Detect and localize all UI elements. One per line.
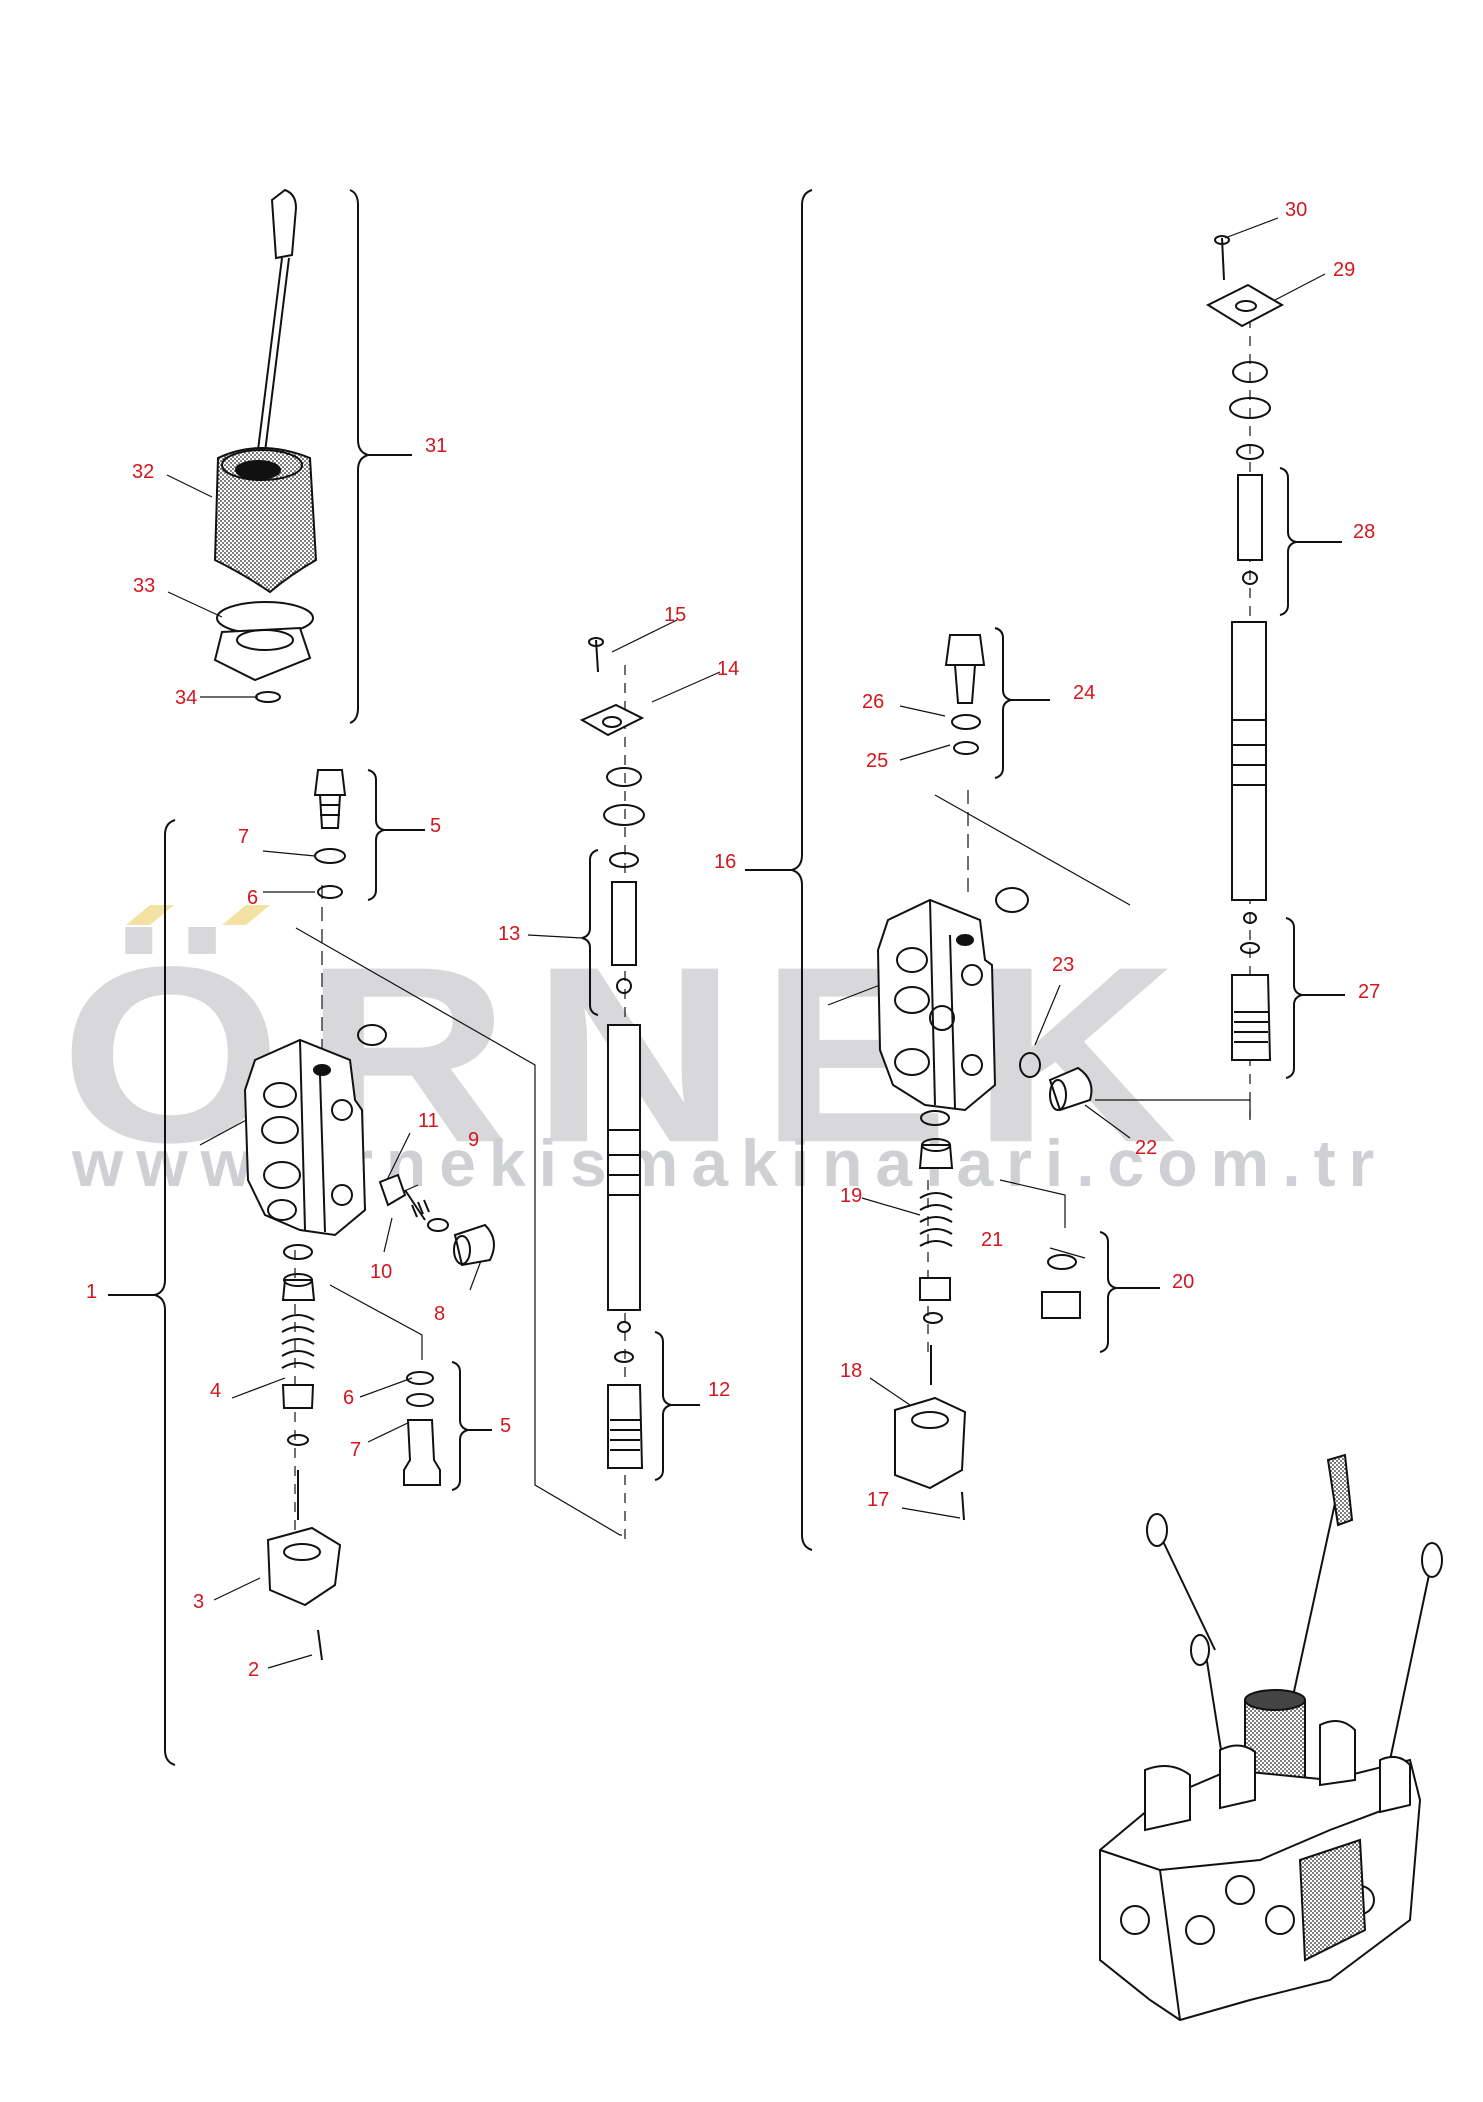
callout-25: 25 bbox=[866, 750, 889, 772]
callout-11: 11 bbox=[418, 1110, 439, 1132]
brace-12 bbox=[654, 1331, 700, 1481]
callout-7b: 7 bbox=[350, 1439, 362, 1461]
callout-17: 17 bbox=[867, 1489, 890, 1511]
callout-20: 20 bbox=[1172, 1271, 1195, 1293]
callout-27: 27 bbox=[1358, 981, 1381, 1003]
callout-28: 28 bbox=[1353, 521, 1376, 543]
brace-20 bbox=[1099, 1231, 1160, 1353]
callout-2: 2 bbox=[248, 1659, 260, 1681]
callout-1: 1 bbox=[86, 1281, 98, 1303]
callout-8: 8 bbox=[434, 1303, 446, 1325]
callout-18: 18 bbox=[840, 1360, 863, 1382]
callout-14: 14 bbox=[717, 658, 740, 680]
brace-5a bbox=[367, 769, 425, 901]
callout-33: 33 bbox=[133, 575, 156, 597]
brace-31 bbox=[349, 189, 412, 724]
callout-22: 22 bbox=[1135, 1137, 1158, 1159]
spool-assembly-right bbox=[1205, 235, 1285, 1061]
valve-section-16 bbox=[876, 634, 1093, 1521]
assembled-valve-bank bbox=[1099, 1453, 1443, 2022]
alignment-lines bbox=[294, 300, 1251, 1550]
callout-6b: 6 bbox=[343, 1387, 355, 1409]
callout-24: 24 bbox=[1073, 682, 1096, 704]
callout-3: 3 bbox=[193, 1591, 205, 1613]
brace-28 bbox=[1279, 467, 1342, 616]
callout-5b: 5 bbox=[500, 1415, 512, 1437]
callout-21: 21 bbox=[981, 1229, 1004, 1251]
callout-29: 29 bbox=[1333, 259, 1356, 281]
callout-12: 12 bbox=[708, 1379, 731, 1401]
callout-5a: 5 bbox=[430, 815, 442, 837]
callout-4: 4 bbox=[210, 1380, 222, 1402]
lever-boot-assembly bbox=[213, 188, 318, 703]
brace-1 bbox=[108, 819, 176, 1766]
callout-31: 31 bbox=[425, 435, 448, 457]
callout-30: 30 bbox=[1285, 199, 1308, 221]
callout-16: 16 bbox=[714, 851, 737, 873]
brace-24 bbox=[994, 627, 1050, 779]
spool-assembly-center bbox=[579, 637, 645, 1469]
leader-lines bbox=[166, 217, 1326, 1669]
callout-9: 9 bbox=[468, 1129, 480, 1151]
brace-5b bbox=[451, 1361, 492, 1491]
brace-16 bbox=[745, 189, 813, 1551]
callout-7a: 7 bbox=[238, 826, 250, 848]
valve-section-1 bbox=[243, 769, 495, 1661]
watermark-umlaut bbox=[126, 905, 270, 925]
callout-32: 32 bbox=[132, 461, 155, 483]
brace-13 bbox=[581, 849, 599, 1016]
callout-15: 15 bbox=[664, 604, 687, 626]
brace-27 bbox=[1285, 917, 1345, 1079]
callout-13: 13 bbox=[498, 923, 521, 945]
callout-19: 19 bbox=[840, 1185, 863, 1207]
callout-10: 10 bbox=[370, 1261, 393, 1283]
callout-23: 23 bbox=[1052, 954, 1075, 976]
callout-6a: 6 bbox=[247, 887, 259, 909]
callout-34: 34 bbox=[175, 687, 198, 709]
callout-26: 26 bbox=[862, 691, 885, 713]
